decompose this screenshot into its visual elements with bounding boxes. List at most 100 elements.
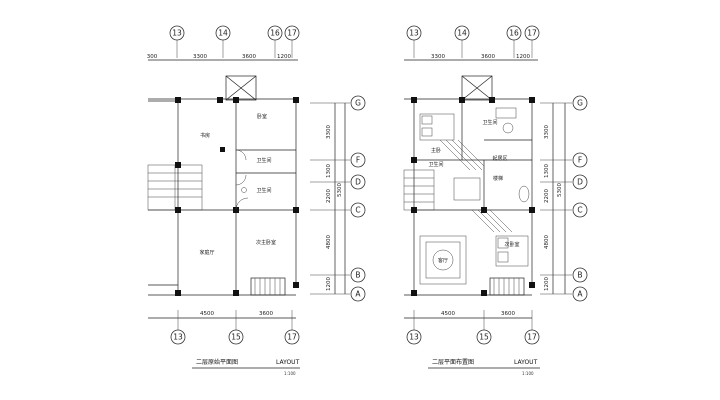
axis-bubble: 14: [454, 25, 470, 41]
axis-bubble: 13: [170, 329, 186, 345]
vertical-axis-dimensions-left: [310, 102, 350, 295]
axis-bubble: C: [350, 202, 366, 218]
bottom-dimensions-left: 4500 3600 13 15 17: [148, 310, 300, 345]
room-label: 书房: [200, 132, 210, 139]
room-label: 楼梯: [493, 175, 503, 182]
dimension-label: 1200: [516, 54, 530, 60]
dimension-label: 4800: [326, 235, 332, 249]
axis-label: 15: [231, 333, 241, 342]
axis-label: 14: [218, 29, 228, 38]
axis-bubble: 14: [215, 25, 231, 41]
dimension-label: 5300: [337, 183, 343, 197]
axis-bubble: A: [572, 286, 588, 302]
top-axis-bubbles-left: 13 14 16 17: [169, 25, 300, 58]
layout-label: LAYOUT: [276, 359, 300, 366]
axis-bubble: 15: [476, 329, 492, 345]
bottom-dimensions-right: 4500 3600 13 15 17: [404, 310, 540, 345]
room-label: 卫生间: [256, 157, 271, 164]
axis-label: 16: [509, 29, 519, 38]
axis-bubble: F: [572, 152, 588, 168]
plan-title-right: 二层平面布置图 LAYOUT 1:100: [428, 358, 540, 376]
dimension-label: 3600: [501, 311, 515, 317]
axis-label: D: [355, 178, 361, 187]
dimension-label: 3300: [431, 54, 445, 60]
axis-bubble: C: [572, 202, 588, 218]
dimension-label: 4500: [441, 311, 455, 317]
axis-bubble: 17: [524, 329, 540, 345]
axis-label: B: [577, 271, 582, 280]
top-dimensions-left: 300 3300 3600 1200: [147, 54, 298, 61]
dimension-label: 1200: [544, 277, 550, 291]
axis-bubble: 13: [406, 25, 422, 41]
room-label: 次主卧室: [256, 239, 276, 246]
axis-bubble: 17: [524, 25, 540, 41]
dimension-label: 300: [147, 54, 158, 60]
axis-label: F: [356, 156, 360, 165]
axis-bubble: B: [572, 267, 588, 283]
room-label: 家庭厅: [199, 249, 214, 256]
axis-label: 16: [270, 29, 280, 38]
scale-label: 1:100: [522, 371, 534, 376]
axis-label: 14: [457, 29, 467, 38]
axis-label: G: [577, 99, 583, 108]
room-label: 次卧室: [504, 241, 519, 248]
axis-label: B: [355, 271, 360, 280]
top-dimensions-right: 3300 3600 1200: [404, 54, 538, 61]
dimension-label: 1200: [326, 277, 332, 291]
axis-bubble: D: [572, 174, 588, 190]
axis-label: C: [577, 206, 582, 215]
axis-label: 15: [479, 333, 489, 342]
axis-label: D: [577, 178, 583, 187]
dimension-label: 1300: [326, 164, 332, 178]
axis-bubble: 16: [506, 25, 522, 41]
axis-label: 13: [409, 333, 419, 342]
axis-label: 17: [527, 29, 537, 38]
axis-label: 13: [172, 29, 182, 38]
walls-left: [147, 75, 299, 296]
room-label: 起居区: [492, 156, 507, 162]
dimension-label: 3300: [326, 125, 332, 139]
room-labels-left: 书房 卧室 卫生间 卫生间 家庭厅 次主卧室: [199, 113, 276, 256]
plan-right: 13 14 16 17 3300 3600 1200: [403, 25, 540, 376]
room-labels-right: 卫生间 主卧 卫生间 起居区 楼梯 客厅 次卧室: [428, 119, 519, 264]
room-label: 主卧: [431, 147, 441, 154]
walls-right: [403, 75, 535, 296]
dimension-label: 4500: [200, 311, 214, 317]
dimension-label: 3600: [259, 311, 273, 317]
dimension-label: 1200: [277, 54, 291, 60]
axis-bubble: B: [350, 267, 366, 283]
axis-bubble: F: [350, 152, 366, 168]
dimension-label: 3600: [242, 54, 256, 60]
dimension-label: 3600: [481, 54, 495, 60]
plan-title: 二层平面布置图: [432, 358, 474, 366]
axis-bubble: 17: [284, 329, 300, 345]
plan-left: 13 14 16 17 300 3300 3600 1200: [147, 25, 300, 376]
top-axis-bubbles-right: 13 14 16 17: [406, 25, 540, 58]
axis-label: 17: [287, 333, 297, 342]
dimension-label: 3300: [193, 54, 207, 60]
vertical-axis-right: 3300 1300 2200 5300 4800 1200 G F D C B …: [540, 95, 588, 302]
dimension-label: 2200: [326, 189, 332, 203]
dimension-label: 4800: [544, 235, 550, 249]
axis-bubble: 17: [284, 25, 300, 41]
axis-label: C: [355, 206, 360, 215]
axis-bubble: G: [572, 95, 588, 111]
axis-label: 13: [173, 333, 183, 342]
axis-label: 17: [527, 333, 537, 342]
dimension-label: 3300: [544, 125, 550, 139]
axis-label: A: [355, 290, 361, 299]
room-label: 卫生间: [428, 161, 443, 168]
dimension-label: 2200: [544, 189, 550, 203]
dimension-label: 1300: [544, 164, 550, 178]
axis-bubble: 13: [169, 25, 185, 41]
axis-bubble: 15: [228, 329, 244, 345]
axis-bubble: 16: [267, 25, 283, 41]
vertical-axis-middle-bubbles: G F D C B A 3300 1300 2200 5300 4800 120…: [326, 95, 366, 302]
scale-label: 1:100: [284, 371, 296, 376]
axis-label: 13: [409, 29, 419, 38]
room-label: 客厅: [438, 257, 448, 264]
room-label: 卫生间: [482, 119, 497, 126]
plan-title-left: 二层原始平面图 LAYOUT 1:100: [192, 358, 300, 376]
axis-label: 17: [287, 29, 297, 38]
axis-label: G: [355, 99, 361, 108]
